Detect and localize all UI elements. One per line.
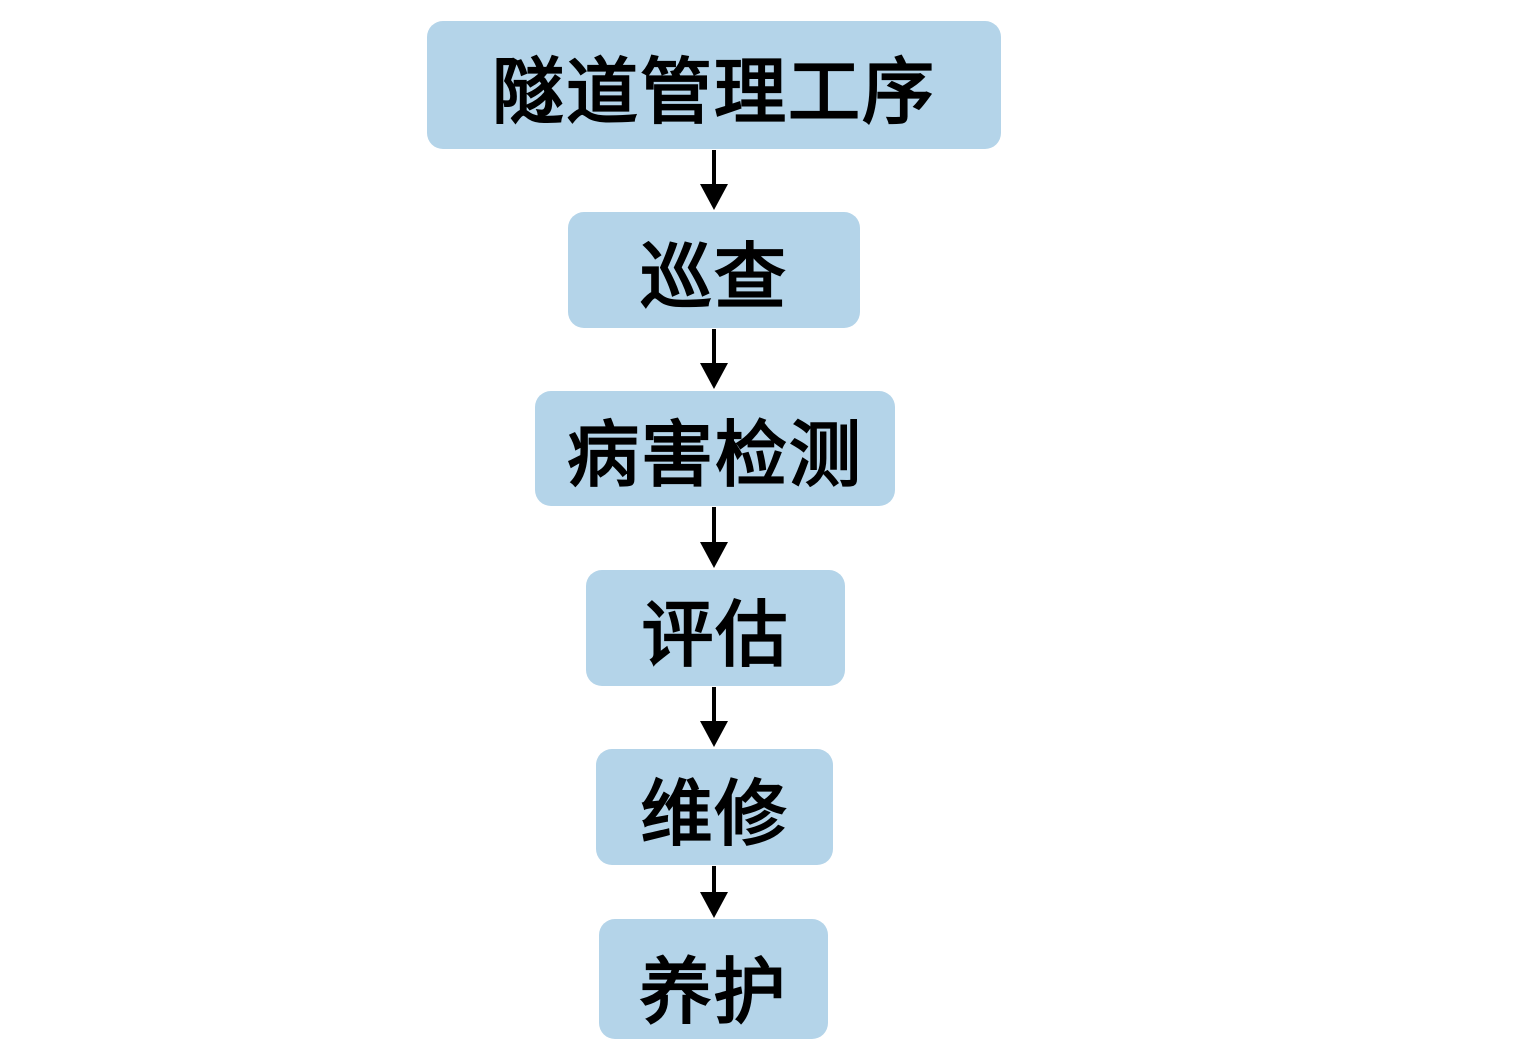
node-label: 维修: [640, 771, 789, 856]
arrow-5: [700, 866, 728, 918]
arrow-4: [700, 687, 728, 747]
node-label: 巡查: [639, 234, 788, 319]
node-tunnel-management-process: 隧道管理工序: [427, 21, 1001, 149]
node-label: 病害检测: [566, 413, 863, 497]
arrow-3: [700, 507, 728, 568]
node-label: 养护: [639, 950, 788, 1034]
node-repair: 维修: [596, 749, 833, 865]
node-maintenance: 养护: [599, 919, 828, 1039]
arrow-2: [700, 329, 728, 389]
node-label: 隧道管理工序: [491, 49, 936, 134]
node-label: 评估: [641, 592, 790, 677]
node-inspection: 巡查: [568, 212, 860, 328]
arrow-1: [700, 150, 728, 210]
node-defect-detection: 病害检测: [535, 391, 895, 506]
node-assessment: 评估: [586, 570, 845, 686]
